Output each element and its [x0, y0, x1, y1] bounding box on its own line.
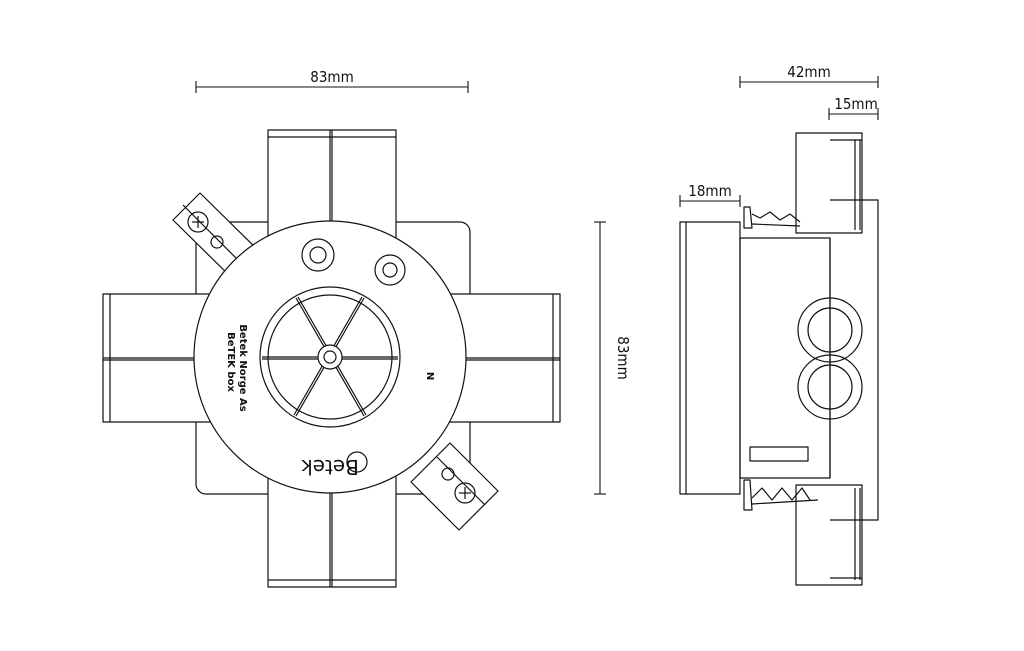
dimension-side-depth: 42mm [787, 63, 830, 81]
dimension-front-width: 83mm [310, 68, 353, 86]
cable-entry-lower [797, 354, 863, 420]
side-view [679, 132, 879, 586]
lug-bottom-right [410, 442, 499, 531]
rotary-dial-1 [301, 238, 335, 272]
rotary-dial-2 [374, 254, 406, 286]
dimension-lines [195, 76, 879, 495]
dimension-side-cover: 18mm [688, 182, 731, 200]
front-view [102, 129, 561, 588]
product-label-line2: Betek Norge As [237, 324, 248, 411]
dimension-front-height: 83mm [614, 336, 632, 379]
north-mark: N [424, 372, 435, 380]
side-cover [679, 221, 741, 495]
screw-bottom [743, 479, 819, 511]
cable-entry-upper [797, 297, 863, 363]
dimension-side-flange: 15mm [834, 95, 877, 113]
brand-logo-mark [346, 451, 368, 473]
product-label-line1: BeTEK box [225, 332, 236, 392]
brand-logo-text: Betek [301, 455, 359, 479]
screw-top [743, 206, 801, 229]
